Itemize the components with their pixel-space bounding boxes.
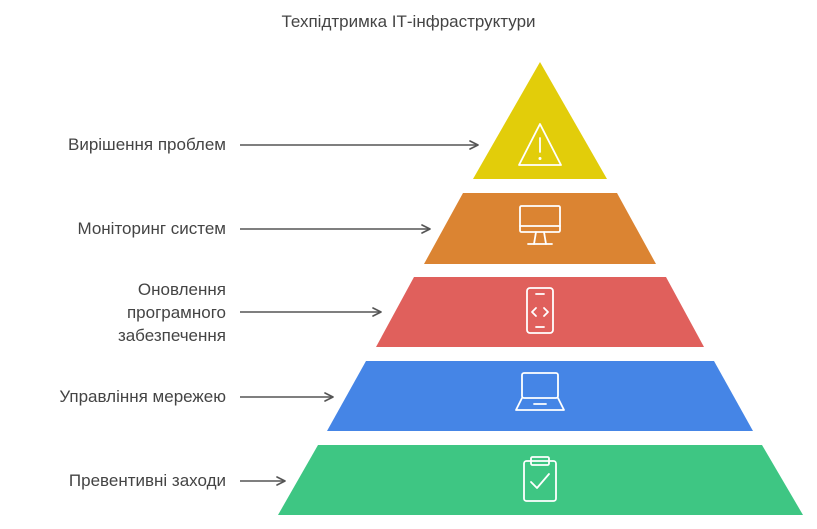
pyramid-level-problem-solving xyxy=(473,62,607,179)
level-label-problem-solving: Вирішення проблем xyxy=(67,135,226,154)
label-line: забезпечення xyxy=(117,326,226,345)
label-line: Оновлення xyxy=(137,280,226,299)
level-label-software-update: Оновлення програмного забезпечення xyxy=(118,278,226,347)
smartphone-code-icon xyxy=(526,287,554,334)
pyramid-level-software-update xyxy=(376,277,704,347)
level-label-system-monitoring: Моніторинг систем xyxy=(77,219,226,238)
label-line: програмного xyxy=(126,303,226,322)
diagram-title: Техпідтримка ІТ-інфраструктури xyxy=(281,12,536,31)
laptop-icon xyxy=(515,372,565,411)
pyramid-level-network-management xyxy=(327,361,753,431)
warning-icon xyxy=(518,123,562,166)
level-label-network-management: Управління мережею xyxy=(59,387,226,406)
pyramid-level-preventive-measures xyxy=(278,445,803,515)
monitor-icon xyxy=(519,205,561,245)
clipboard-check-icon xyxy=(523,456,557,502)
pyramid-level-system-monitoring xyxy=(424,193,656,264)
level-label-preventive-measures: Превентивні заходи xyxy=(68,471,226,490)
